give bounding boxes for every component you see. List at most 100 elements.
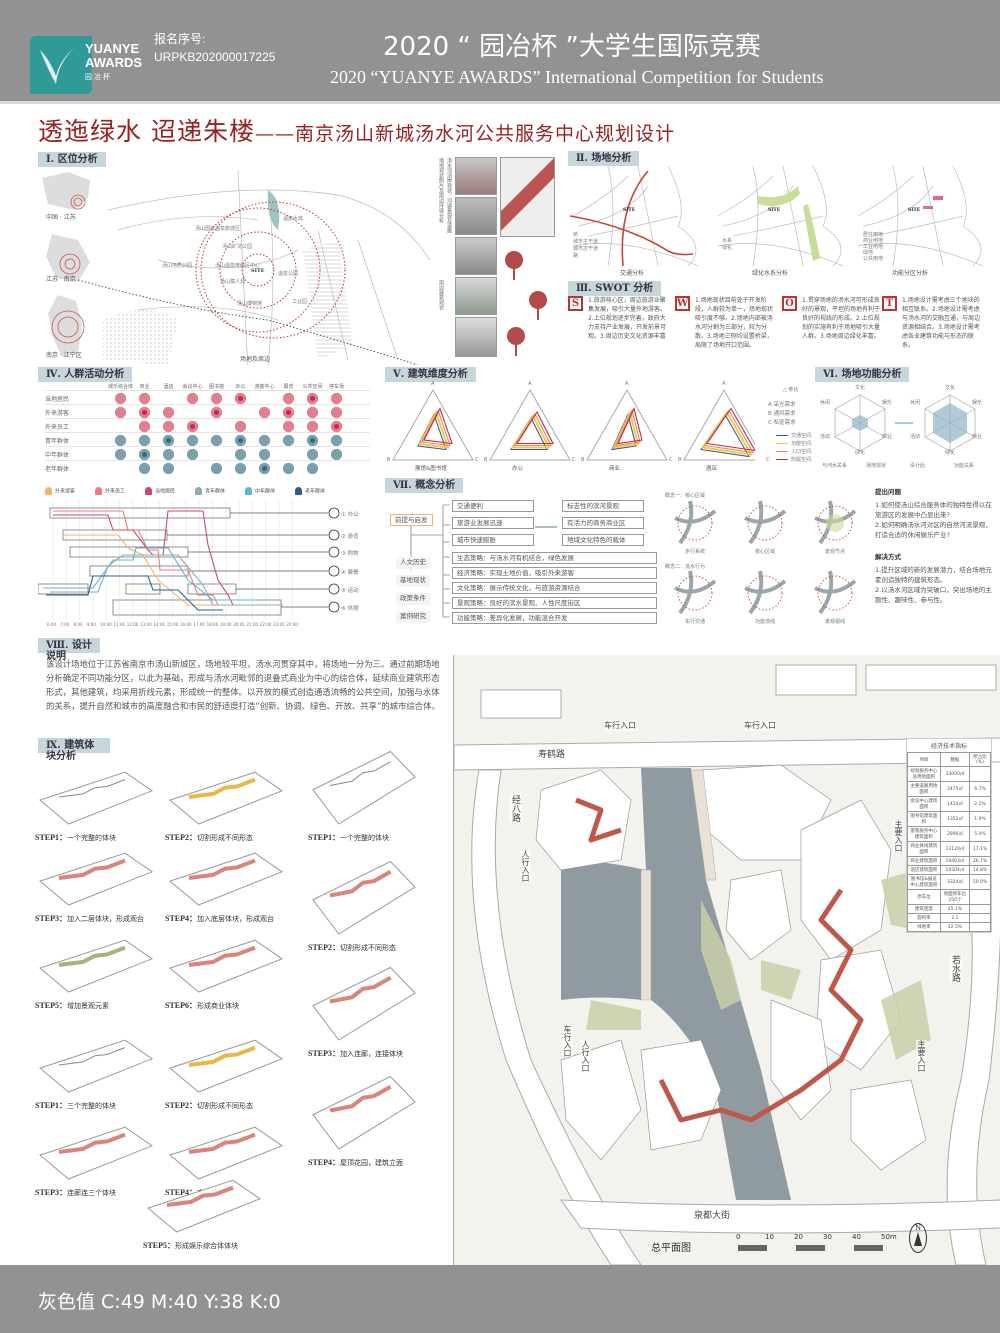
econ-cell: 会议中心建筑面积 — [907, 796, 941, 812]
crowd-dot — [307, 407, 318, 418]
econ-cell: 停车位 — [907, 889, 941, 905]
vertex-label: B — [484, 457, 488, 463]
legend-item: 桥 — [573, 232, 579, 238]
space-legend-item: 入口空间 — [776, 448, 811, 455]
matrix-row-label: 外来员工 — [45, 424, 70, 431]
legend-label: 入口空间 — [791, 449, 812, 455]
econ-cell: 主要道路用地面积 — [907, 781, 941, 797]
activity-label: ③ 购物 — [341, 551, 359, 557]
massing-volume — [188, 1132, 256, 1154]
legend-item: 城市次干道 — [573, 246, 599, 252]
massing-base — [38, 1126, 154, 1180]
econ-cell: 地面停车位 250个 — [939, 889, 971, 905]
vertex-label: C — [475, 457, 479, 463]
legend-item: 绿地 — [863, 250, 874, 256]
econ-cell: 容积率 — [907, 913, 941, 923]
logo-text-awards: AWARDS — [85, 55, 143, 70]
swot-text: 1.旅游核心区，周边旅游业聚集发展，吸引大量外地游客。2.上位规划逐步完善，政府… — [588, 297, 667, 340]
massing-base — [168, 1126, 284, 1180]
matrix-column-label: 图书馆 — [208, 384, 225, 390]
road-label: 寿鹤路 — [538, 747, 566, 760]
time-tick-label: 23:00 — [273, 622, 285, 627]
time-tick-label: 12:00 — [126, 622, 139, 627]
section-function-heading: Ⅵ. 场地功能分析 — [815, 367, 910, 382]
concept-flow-path — [744, 570, 787, 615]
crowd-dot — [235, 435, 246, 446]
step-text: 切割形成不同形态 — [340, 944, 397, 952]
legend-item: 工业用地 — [863, 244, 884, 250]
activity-label: ② 游览 — [341, 534, 359, 540]
route-workers — [53, 510, 268, 606]
econ-cell: 2896㎡ — [939, 826, 971, 842]
river-tangshui — [561, 768, 791, 1200]
north-arrow-icon: N — [909, 1223, 927, 1253]
massing-step-label: STEP6：形成商业体块 — [165, 1000, 239, 1011]
matrix-column-label: 城乐综合体 — [107, 384, 134, 390]
econ-header-cell: 所占比(%) — [969, 752, 991, 767]
vertex-label: C — [766, 457, 770, 463]
massing-base — [38, 939, 154, 993]
step-number: STEP3： — [35, 914, 68, 923]
concept-ring — [677, 575, 713, 611]
econ-cell: 50.0% — [969, 874, 991, 890]
activity-label: ⑤ 运动 — [341, 588, 359, 594]
massing-diagram — [312, 860, 416, 935]
massing-base — [168, 939, 284, 993]
massing-base — [168, 1039, 284, 1093]
crowd-dot — [163, 407, 174, 418]
concept-goal: 有活力的商务商业区 — [562, 517, 644, 529]
concept-flow-path — [744, 500, 787, 545]
legend-label: 外来游客 — [55, 488, 76, 495]
crowd-dot — [307, 393, 318, 404]
econ-cell: 3324㎡ — [939, 874, 971, 890]
crowd-dot — [163, 449, 174, 460]
concept-ring — [817, 505, 853, 541]
legend-item: 公共用地 — [863, 256, 884, 262]
problem-title: 提出问题 — [875, 488, 901, 496]
activity-label: ⑥ 休憩 — [341, 606, 359, 612]
econ-cell: 2.1 — [939, 913, 971, 923]
map-caption-china: 中国 · 江苏 — [46, 214, 76, 221]
person-icon — [195, 487, 202, 495]
legend-label: 当地居民 — [155, 488, 176, 495]
problem-item: 2.如何明确汤水河对区的自然河流景观，打造合适的休闲娱乐产业? — [875, 521, 992, 539]
concept-condition: 旅游业发展迅速 — [452, 517, 534, 529]
dimension-triangle — [683, 388, 755, 461]
site-marker: SITE — [908, 207, 921, 213]
econ-cell: 绿地率 — [907, 922, 941, 932]
hexagon-axis-label: 休闲 — [910, 400, 921, 406]
section-concept-heading: Ⅶ. 概念分析 — [385, 478, 464, 493]
step-number: STEP2： — [165, 1101, 198, 1110]
legend-swatch — [776, 442, 788, 445]
concept-strategy: 景观策略：良好的滨水景观、人性尺度街区 — [452, 597, 657, 609]
econ-cell: 图书馆&展览中心建筑面积 — [907, 874, 941, 890]
legend-item: 居住用地 — [863, 232, 884, 238]
space-legend-item: 功能空间 — [776, 440, 811, 447]
crowd-dot — [331, 421, 342, 432]
legend-label: 功能空间 — [791, 441, 812, 447]
massing-step-label: STEP4：加入底层体块，形成观台 — [165, 913, 274, 924]
massing-volume — [188, 858, 256, 880]
massing-diagram — [38, 852, 154, 906]
space-polygon — [421, 409, 451, 447]
matrix-column-label: 公共空间 — [302, 384, 323, 390]
time-tick-label: 8:00 — [73, 622, 83, 627]
swot-o-icon: O — [782, 296, 797, 311]
china-map — [42, 172, 90, 210]
person-icon — [145, 487, 152, 495]
econ-cell: 26.7% — [969, 856, 991, 866]
space-polygon — [612, 409, 640, 449]
vertex-label: C — [669, 457, 673, 463]
section-location-heading: Ⅰ. 区位分析 — [38, 152, 106, 167]
matrix-column-label: 会议中心 — [182, 384, 203, 390]
matrix-row-divider — [45, 390, 370, 391]
section-dimension-heading: Ⅴ. 建筑维度分析 — [385, 367, 476, 382]
scale-tick-label: 40 — [852, 1233, 861, 1241]
crowd-legend-item: 老年群体 — [295, 487, 325, 495]
vertex-label: B — [387, 457, 391, 463]
yuanye-logo — [30, 36, 92, 94]
